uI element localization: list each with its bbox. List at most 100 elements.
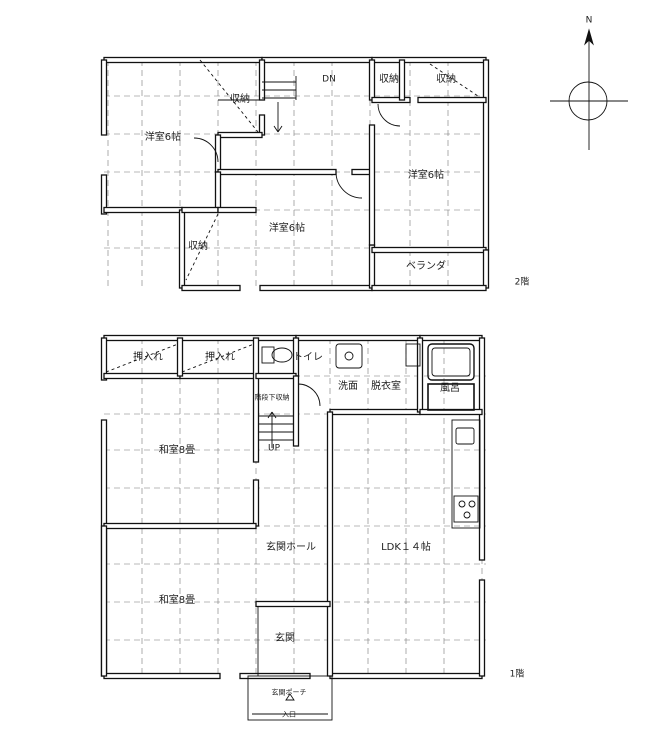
- stair-arrow: [271, 411, 277, 419]
- stair-arrow: [273, 125, 279, 133]
- understairs-storage-label: 階段下収納: [254, 393, 290, 402]
- wall-segment: [181, 206, 219, 214]
- wall-segment: [371, 96, 411, 104]
- wall-segment: [103, 206, 183, 214]
- wall-segment: [103, 372, 181, 380]
- wall-segment: [252, 479, 260, 527]
- closet-label-1: 押入れ: [133, 352, 163, 363]
- entrance-marker: [285, 693, 295, 701]
- porch-label: 玄関ポーチ: [271, 688, 307, 697]
- door-swing: [297, 383, 321, 407]
- bath-floor: [427, 383, 475, 411]
- wall-segment: [103, 672, 221, 680]
- wall-segment: [214, 171, 222, 211]
- wall-segment: [419, 334, 483, 342]
- closet-hatch: [185, 213, 219, 281]
- wall-segment: [478, 337, 486, 561]
- stair-arrow: [277, 125, 283, 133]
- burner: [468, 500, 476, 508]
- wall-segment: [295, 334, 421, 342]
- bath-label: 風呂: [440, 383, 460, 394]
- storage-label-2f-sw: 収納: [188, 241, 208, 252]
- wall-segment: [217, 168, 337, 176]
- dressing-room-label: 脱衣室: [371, 381, 401, 392]
- ldk-label: LDK１４帖: [381, 542, 431, 553]
- veranda-rail: [371, 246, 487, 254]
- wall-segment: [217, 206, 257, 214]
- toilet-tank: [261, 346, 275, 364]
- wall-segment: [478, 579, 486, 677]
- compass-north-arrow: [584, 28, 594, 46]
- wall-segment: [326, 411, 334, 677]
- wall-segment: [176, 337, 184, 377]
- wall-segment: [100, 337, 108, 381]
- stair-arrow: [267, 411, 273, 419]
- wall-segment: [417, 96, 487, 104]
- wall-segment: [258, 59, 266, 101]
- door-swing: [193, 137, 219, 163]
- wash-basin-drain: [344, 351, 354, 361]
- wall-segment: [103, 334, 297, 342]
- closet-hatch: [181, 343, 255, 373]
- veranda-rail: [371, 284, 487, 292]
- closet-hatch: [429, 63, 479, 97]
- floor-label-1f: 1階: [509, 669, 525, 680]
- wall-segment: [179, 372, 257, 380]
- kitchen-sink: [455, 427, 475, 445]
- genkan-label: 玄関: [275, 633, 295, 644]
- wall-segment: [103, 56, 263, 64]
- wall-segment: [217, 131, 263, 139]
- porch-outline: [247, 675, 333, 721]
- room-label-2f-east: 洋室6帖: [407, 170, 445, 181]
- wall-segment: [292, 375, 300, 447]
- veranda-rail: [482, 249, 490, 289]
- wall-segment: [329, 672, 483, 680]
- wall-segment: [371, 56, 487, 64]
- room-label-2f-nw: 洋室6帖: [144, 132, 182, 143]
- stair-down-label: DN: [322, 74, 336, 85]
- storage-label-2f-nw: 収納: [230, 94, 250, 105]
- wall-segment: [100, 59, 108, 136]
- burner: [458, 500, 466, 508]
- wall-segment: [100, 525, 108, 677]
- wall-segment: [329, 408, 421, 416]
- entrance-label: 入口: [282, 710, 296, 719]
- floor-label-2f: 2階: [514, 277, 530, 288]
- wall-segment: [255, 600, 331, 608]
- veranda-label: ベランダ: [406, 261, 446, 272]
- fixtures: [105, 28, 628, 721]
- room-label-washitsu-1: 和室8畳: [158, 445, 196, 456]
- wall-segment: [482, 59, 490, 251]
- door-swing: [335, 171, 363, 199]
- wall-segment: [259, 284, 373, 292]
- wall-segment: [252, 337, 260, 463]
- washer: [405, 343, 421, 367]
- stove: [453, 495, 479, 523]
- wall-segment: [398, 59, 406, 101]
- door-swing: [377, 103, 401, 127]
- wall-segment: [103, 522, 257, 530]
- closet-hatch: [105, 343, 179, 373]
- stair-up-label: UP: [267, 443, 281, 454]
- kitchen-counter: [451, 419, 481, 529]
- storage-label-2f-ne2: 収納: [436, 74, 456, 85]
- wall-segment: [368, 59, 376, 101]
- wall-segment: [255, 372, 297, 380]
- wash-basin: [335, 343, 363, 369]
- wall-segment: [181, 284, 241, 292]
- toilet-bowl: [271, 347, 293, 363]
- toilet-label: トイレ: [293, 352, 323, 363]
- bathtub: [427, 343, 475, 381]
- room-label-washitsu-2: 和室8畳: [158, 595, 196, 606]
- wall-segment: [368, 124, 376, 246]
- walls: [100, 56, 490, 680]
- washroom-label: 洗面: [338, 381, 358, 392]
- bathtub-inner: [431, 347, 471, 377]
- north-label: N: [585, 15, 593, 26]
- wall-segment: [261, 56, 373, 64]
- burner: [463, 511, 471, 519]
- closet-label-2: 押入れ: [205, 352, 235, 363]
- wall-segment: [100, 174, 108, 215]
- room-label-2f-center: 洋室6帖: [268, 223, 306, 234]
